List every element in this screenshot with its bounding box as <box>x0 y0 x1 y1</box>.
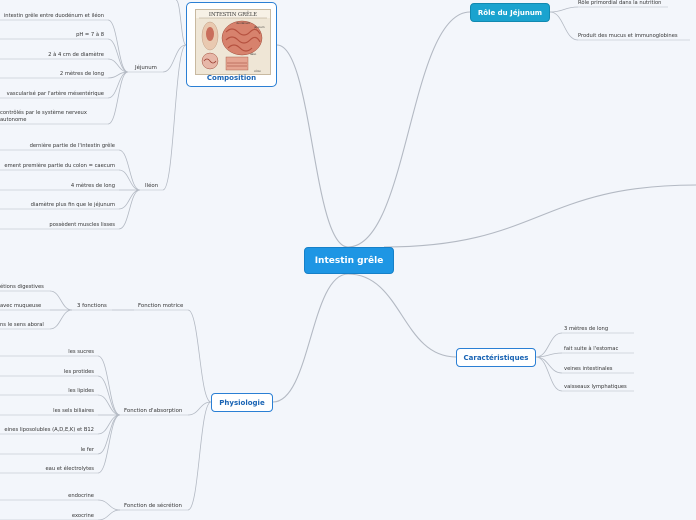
topic-physiologie[interactable]: Physiologie <box>211 393 273 412</box>
connector-6 <box>549 11 579 41</box>
connector-74 <box>97 509 121 520</box>
ileon-item-longueur[interactable]: 4 mètres de long <box>70 183 115 189</box>
connector-0 <box>347 11 471 248</box>
connector-42 <box>118 189 141 230</box>
connector-15 <box>535 356 563 392</box>
sub-fonction-motrice[interactable]: Fonction motrice <box>138 303 184 309</box>
absorption-item-vitamines[interactable]: eines liposolubles (A,D,E,K) et B12 <box>4 427 94 433</box>
topic-composition[interactable]: INTESTIN GRÊLE duodénum jéjunum iléon cô… <box>186 2 277 87</box>
connector-68 <box>97 414 121 455</box>
carac-item-veines[interactable]: veines intestinales <box>564 366 613 372</box>
ileon-item-muscles[interactable]: possèdent muscles lisses <box>49 222 115 228</box>
sub-jejunum[interactable]: Jéjunum <box>135 65 157 71</box>
illustration-title: INTESTIN GRÊLE <box>209 10 257 18</box>
connector-56 <box>49 309 73 330</box>
jejunum-item-ph[interactable]: pH = 7 à 8 <box>76 32 104 38</box>
jejunum-item-vascularise[interactable]: vascularisé par l'artère mésentérique <box>6 91 104 97</box>
illustration-label-ileon: iléon <box>250 52 257 56</box>
connector-2 <box>276 44 349 248</box>
sub-ileon[interactable]: Iléon <box>145 183 159 189</box>
connector-34 <box>118 149 141 191</box>
illustration-label-jejunum: jéjunum <box>253 25 265 29</box>
connector-66 <box>97 414 121 435</box>
composition-label: Composition <box>206 74 257 82</box>
ileon-item-derniere[interactable]: dernière partie de l'intestin grêle <box>29 143 115 149</box>
absorption-item-protides[interactable]: les protides <box>63 369 94 375</box>
absorption-item-sels-biliaires[interactable]: les sels biliaires <box>53 408 94 414</box>
sub-3-fonctions[interactable]: 3 fonctions <box>77 303 107 309</box>
role-item-nutrition[interactable]: Rôle primordial dans la nutrition <box>578 0 662 6</box>
connector-30 <box>107 71 129 99</box>
connector-3 <box>272 273 349 403</box>
secretion-item-exocrine[interactable]: exocrine <box>71 513 94 519</box>
motrice-item-aboral[interactable]: ns le sens aboral <box>0 322 44 328</box>
absorption-item-sucres[interactable]: les sucres <box>68 349 94 355</box>
motrice-item-secretions[interactable]: étions digestives <box>0 284 44 290</box>
connector-19 <box>175 0 187 46</box>
illustration-label-duodenum: duodénum <box>236 21 250 25</box>
connector-4 <box>383 184 696 248</box>
topic-role-jejunum[interactable]: Rôle du Jéjunum <box>470 3 550 22</box>
sub-fonction-absorption[interactable]: Fonction d'absorption <box>124 408 183 414</box>
connector-60 <box>97 375 121 416</box>
connector-40 <box>118 189 141 210</box>
absorption-item-eau[interactable]: eau et électrolytes <box>45 466 94 472</box>
carac-item-estomac[interactable]: fait suite à l'estomac <box>564 346 619 352</box>
absorption-item-fer[interactable]: le fer <box>80 447 94 453</box>
carac-item-longueur[interactable]: 3 mètres de long <box>564 326 609 332</box>
connector-13 <box>535 356 563 374</box>
carac-item-vaisseaux[interactable]: vaisseaux lymphatiques <box>564 384 627 390</box>
connector-22 <box>107 19 129 73</box>
absorption-item-lipides[interactable]: les lipides <box>68 388 94 394</box>
connector-32 <box>107 71 129 125</box>
connector-46 <box>187 401 212 511</box>
role-item-mucus[interactable]: Produit des mucus et immunoglobines <box>578 33 678 39</box>
connector-1 <box>347 273 457 358</box>
jejunum-item-nerveux[interactable]: contrôlés par le système nerveux autonom… <box>0 110 87 123</box>
illustration-label-colon: côlon <box>254 69 261 73</box>
connector-26 <box>107 58 129 73</box>
connector-18 <box>162 44 187 191</box>
ileon-item-caecum[interactable]: ement première partie du colon = caecum <box>4 163 115 169</box>
jejunum-item-longueur[interactable]: 2 mètres de long <box>59 71 104 77</box>
jejunum-item-diametre[interactable]: 2 à 4 cm de diamètre <box>48 52 104 58</box>
connector-72 <box>97 499 121 511</box>
motrice-item-muqueuse[interactable]: avec muqueuse <box>0 303 42 309</box>
secretion-item-endocrine[interactable]: endocrine <box>68 493 94 499</box>
connector-52 <box>49 290 73 311</box>
connector-11 <box>535 352 563 358</box>
connector-70 <box>97 414 121 474</box>
ileon-item-diametre[interactable]: diamètre plus fin que le jéjunum <box>30 202 115 208</box>
connector-44 <box>187 309 212 403</box>
connector-24 <box>107 38 129 73</box>
connector-58 <box>97 355 121 416</box>
connector-45 <box>187 401 212 416</box>
sub-fonction-secretion[interactable]: Fonction de sécrétion <box>124 503 182 509</box>
intestine-illustration: INTESTIN GRÊLE duodénum jéjunum iléon cô… <box>195 9 271 75</box>
jejunum-item-position[interactable]: intestin grêle entre duodénum et iléon <box>3 13 104 19</box>
connector-36 <box>118 169 141 191</box>
central-topic[interactable]: Intestin grêle <box>304 247 394 274</box>
connector-9 <box>535 332 563 358</box>
connector-5 <box>549 6 579 13</box>
connector-17 <box>162 44 187 73</box>
connector-62 <box>97 394 121 416</box>
topic-caracteristiques[interactable]: Caractéristiques <box>456 348 536 367</box>
